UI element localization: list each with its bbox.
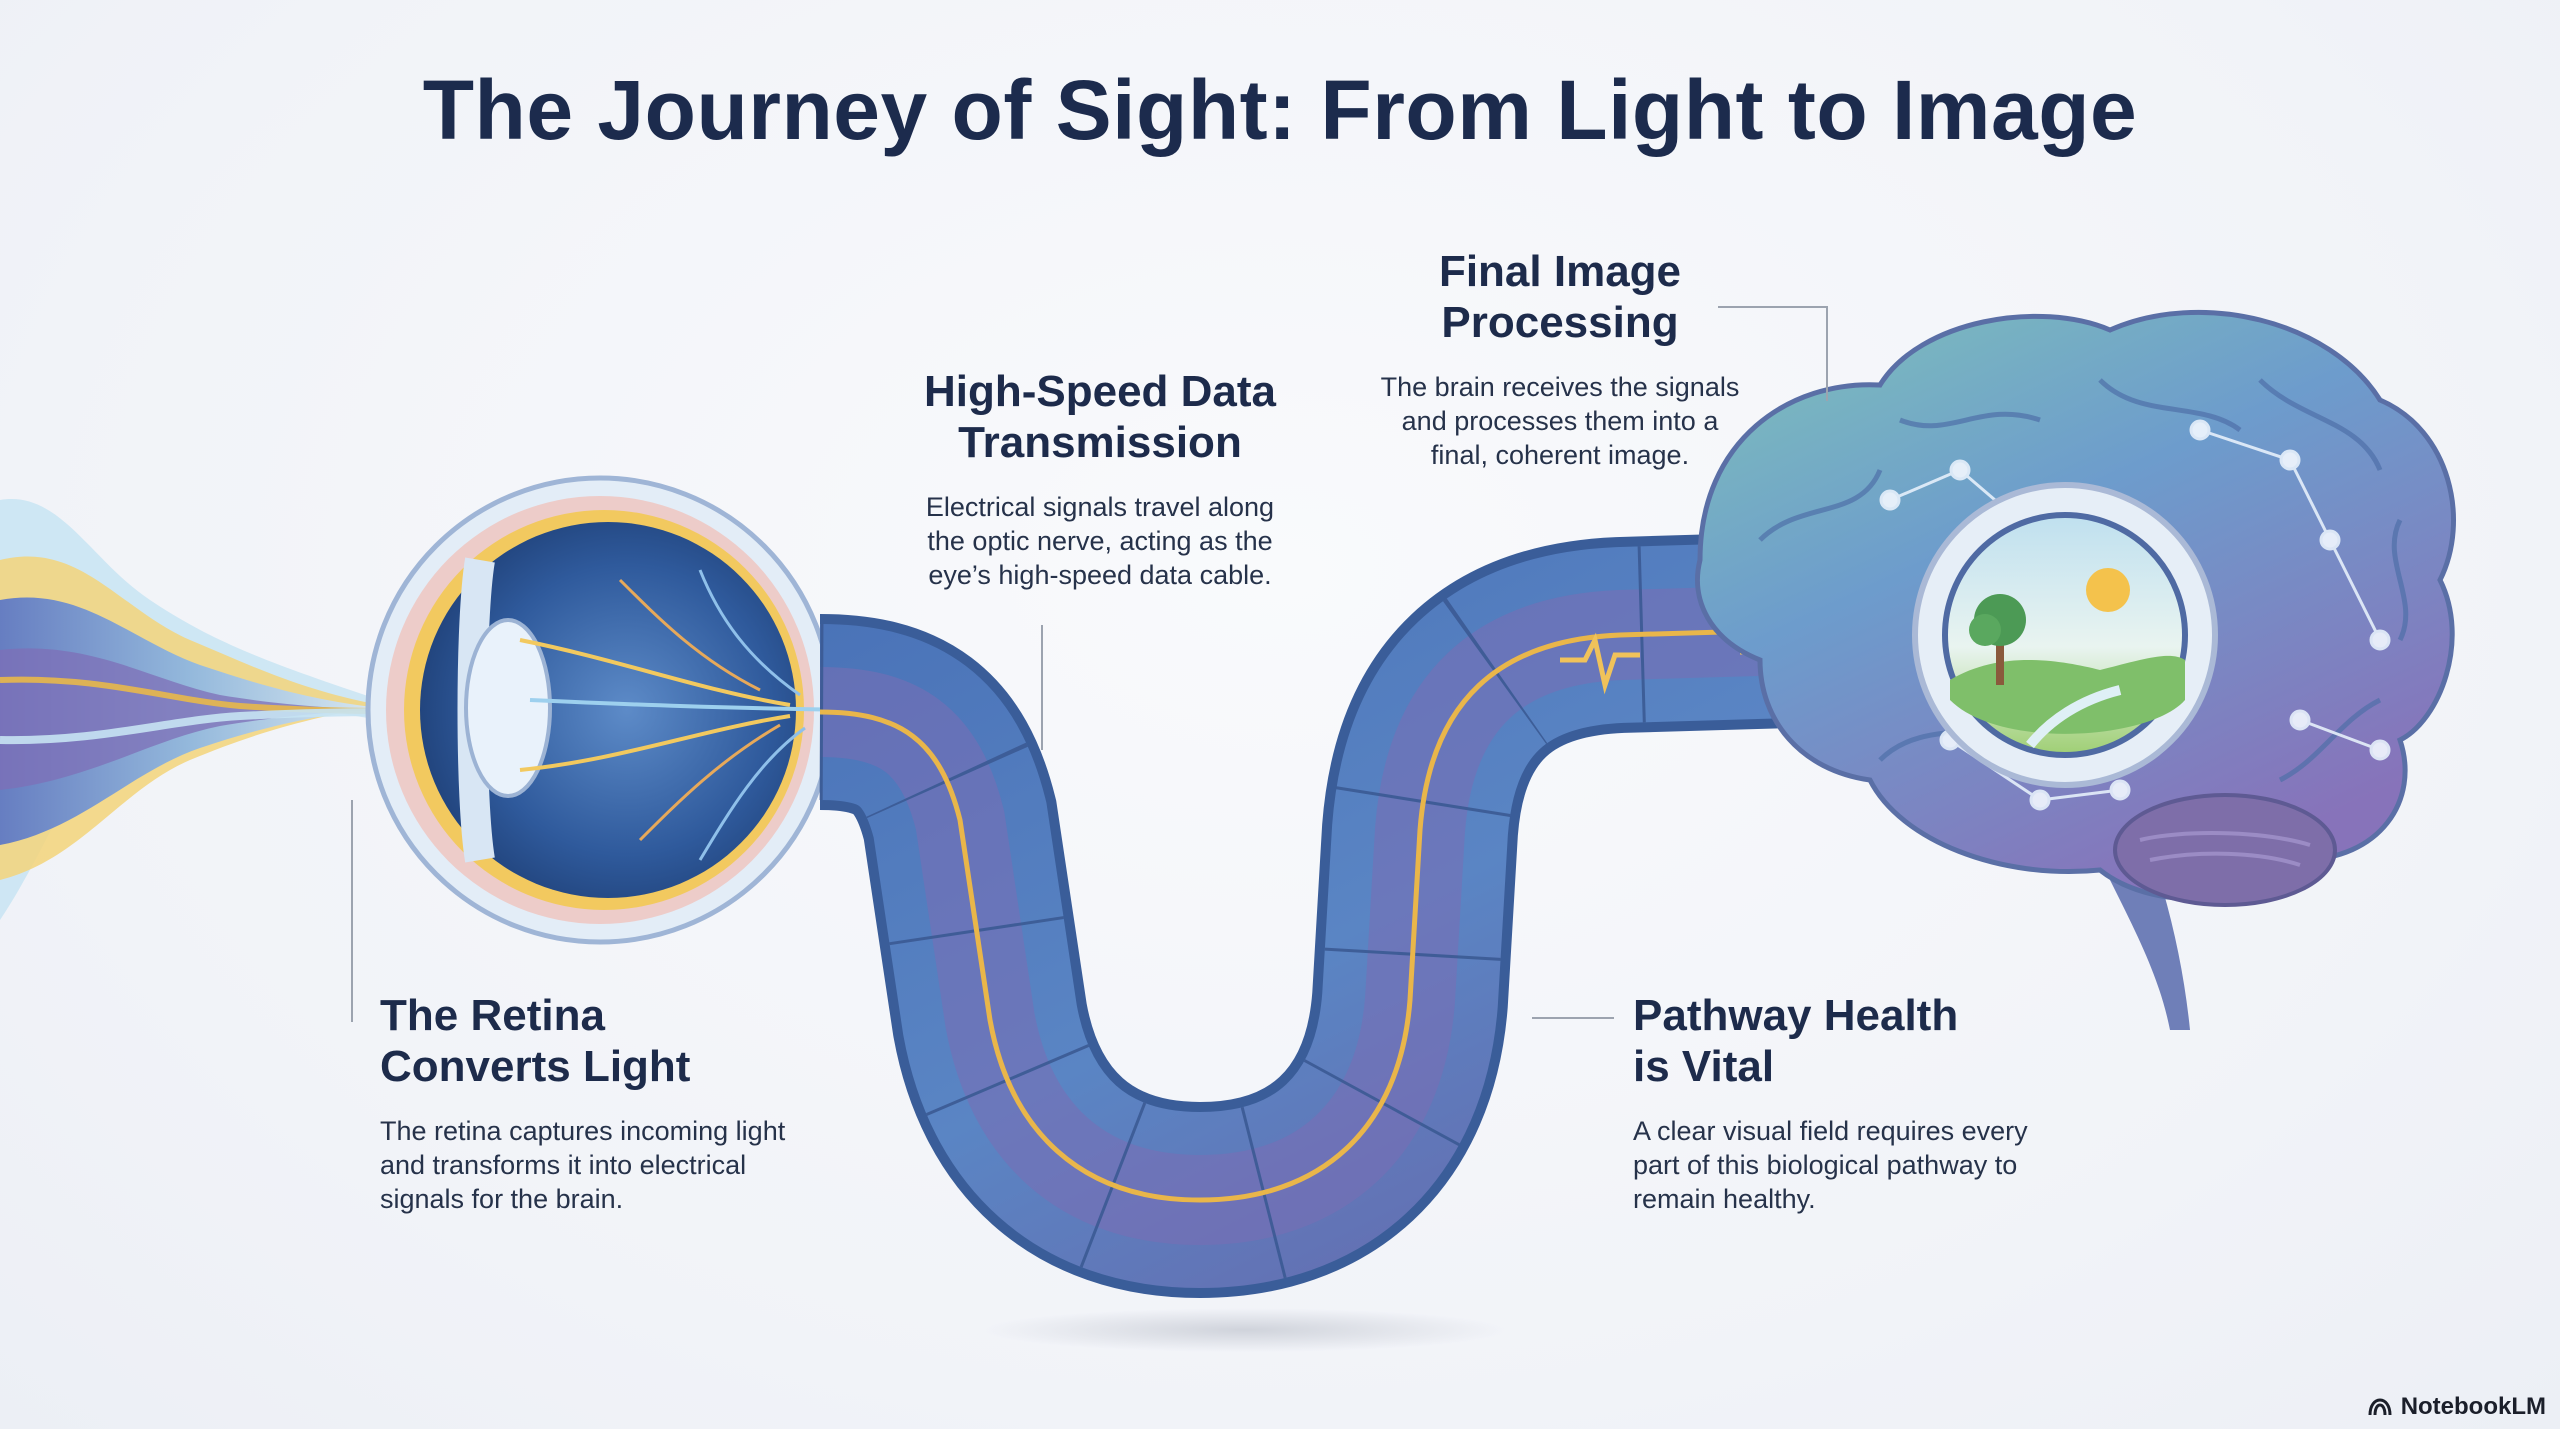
retina-body-line1: The retina captures incoming light [380, 1116, 786, 1146]
retina-body-line2: and transforms it into electrical [380, 1150, 747, 1180]
processing-heading: Final Image Processing [1360, 246, 1760, 348]
page-title: The Journey of Sight: From Light to Imag… [422, 63, 2138, 157]
eye-cross-section-icon [365, 475, 861, 945]
retina-heading-line2: Converts Light [380, 1042, 691, 1091]
health-leader-line [1532, 1017, 1614, 1019]
transmission-body-line1: Electrical signals travel along [925, 492, 1275, 522]
retina-leader-line [351, 800, 353, 1022]
retina-heading-line1: The Retina [380, 991, 605, 1040]
health-body: A clear visual field requires every part… [1633, 1114, 2093, 1216]
processing-body-line1: The brain receives the signals [1380, 372, 1740, 402]
health-section: Pathway Health is Vital A clear visual f… [1633, 990, 2093, 1216]
retina-section: The Retina Converts Light The retina cap… [380, 990, 840, 1216]
brand-label: NotebookLM [2400, 1393, 2546, 1420]
landscape-image-icon [1912, 482, 2218, 788]
retina-heading: The Retina Converts Light [380, 990, 840, 1092]
health-heading: Pathway Health is Vital [1633, 990, 2093, 1092]
processing-leader-line-v [1826, 306, 1828, 401]
notebooklm-logo-icon [2368, 1398, 2392, 1416]
processing-heading-line1: Final Image [1438, 247, 1682, 296]
light-waves-icon [0, 499, 381, 920]
processing-body-line2: and processes them into a [1401, 406, 1719, 436]
health-body-line3: remain healthy. [1633, 1184, 1816, 1214]
health-body-line2: part of this biological pathway to [1633, 1150, 2018, 1180]
processing-body-line3: final, coherent image. [1430, 440, 1690, 470]
transmission-section: High-Speed Data Transmission Electrical … [880, 366, 1320, 592]
processing-leader-line-h [1718, 306, 1828, 308]
transmission-heading-line1: High-Speed Data [923, 367, 1277, 416]
health-heading-line2: is Vital [1633, 1042, 1775, 1091]
floor-shadow [985, 1308, 1505, 1352]
transmission-leader-line [1041, 625, 1043, 750]
retina-body-line3: signals for the brain. [380, 1184, 624, 1214]
optic-nerve-cable-icon [817, 527, 1963, 1299]
transmission-body: Electrical signals travel along the opti… [880, 490, 1320, 592]
retina-body: The retina captures incoming light and t… [380, 1114, 840, 1216]
transmission-body-line2: the optic nerve, acting as the [927, 526, 1273, 556]
processing-body: The brain receives the signals and proce… [1360, 370, 1760, 472]
processing-heading-line2: Processing [1441, 298, 1679, 347]
transmission-heading-line2: Transmission [958, 418, 1242, 467]
notebooklm-brand: NotebookLM [2367, 1393, 2546, 1421]
health-heading-line1: Pathway Health [1633, 991, 1959, 1040]
transmission-body-line3: eye’s high-speed data cable. [928, 560, 1272, 590]
processing-section: Final Image Processing The brain receive… [1360, 246, 1760, 472]
transmission-heading: High-Speed Data Transmission [880, 366, 1320, 468]
health-body-line1: A clear visual field requires every [1633, 1116, 2028, 1146]
